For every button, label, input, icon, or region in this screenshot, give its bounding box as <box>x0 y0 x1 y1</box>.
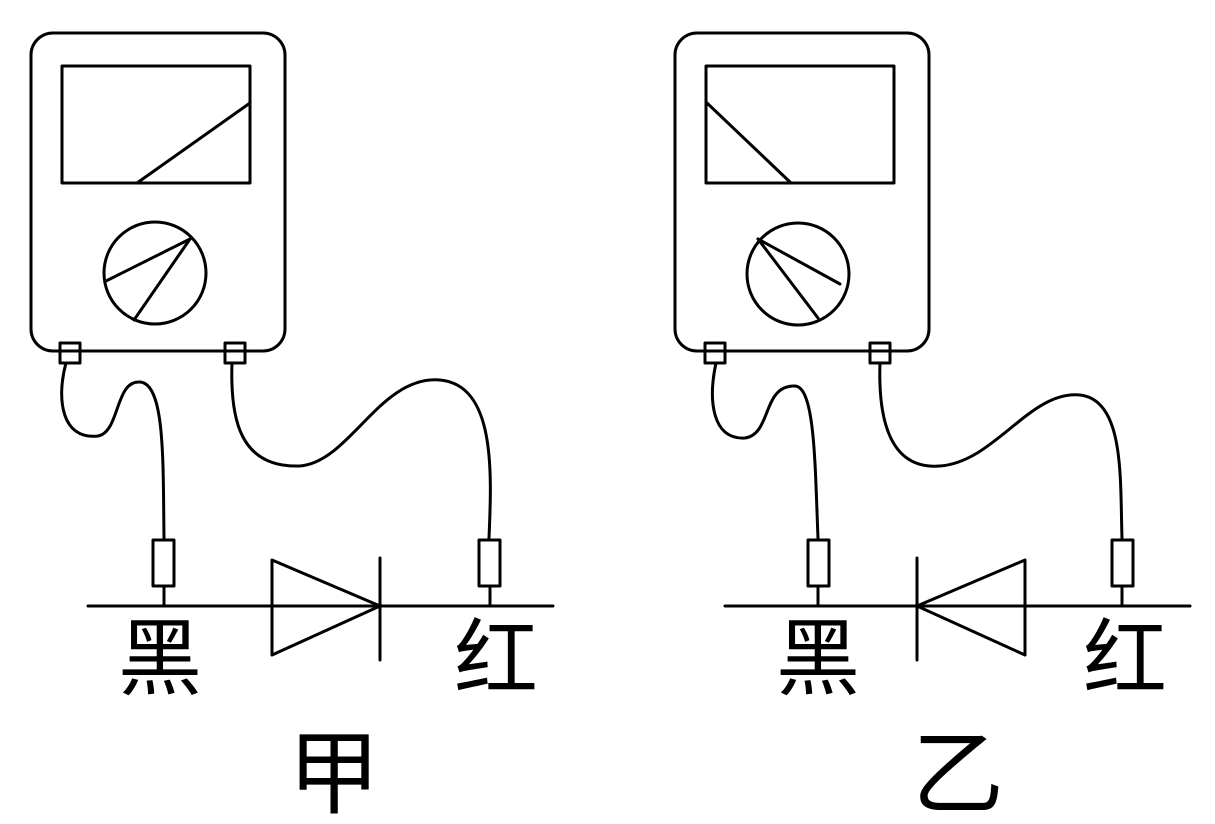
dial-pointer-line <box>132 237 192 322</box>
red-lead-wire <box>878 361 1124 540</box>
red-terminal <box>223 341 247 365</box>
meter-needle <box>135 101 252 185</box>
black-terminal <box>703 341 727 365</box>
red-label: 红 <box>454 610 538 708</box>
red-label: 红 <box>1083 610 1167 708</box>
red-terminal <box>868 341 892 365</box>
diagram-caption: 甲 <box>288 721 380 824</box>
black-probe <box>806 538 831 588</box>
dial-pointer-line <box>756 237 820 320</box>
diagram-caption: 乙 <box>912 721 1004 824</box>
black-label: 黑 <box>776 610 860 708</box>
multimeter-body <box>29 31 287 353</box>
black-terminal <box>58 341 82 365</box>
selector-dial <box>745 221 851 327</box>
black-lead-wire <box>60 361 166 540</box>
dial-pointer-line <box>756 237 842 286</box>
red-lead-wire <box>230 361 492 540</box>
meter-needle <box>705 101 793 185</box>
dial-pointer-line <box>104 237 192 283</box>
meter-display <box>704 64 896 185</box>
red-probe <box>1110 538 1135 588</box>
meter-display <box>60 64 252 185</box>
multimeter-body <box>673 31 931 353</box>
diagram-yi: 黑 红 乙 <box>673 31 1192 824</box>
black-lead-wire <box>710 361 820 540</box>
diagram-jia: 黑 红 甲 <box>29 31 555 824</box>
selector-dial <box>102 220 208 326</box>
black-probe <box>151 538 176 588</box>
red-probe <box>477 538 502 588</box>
black-label: 黑 <box>118 610 202 708</box>
